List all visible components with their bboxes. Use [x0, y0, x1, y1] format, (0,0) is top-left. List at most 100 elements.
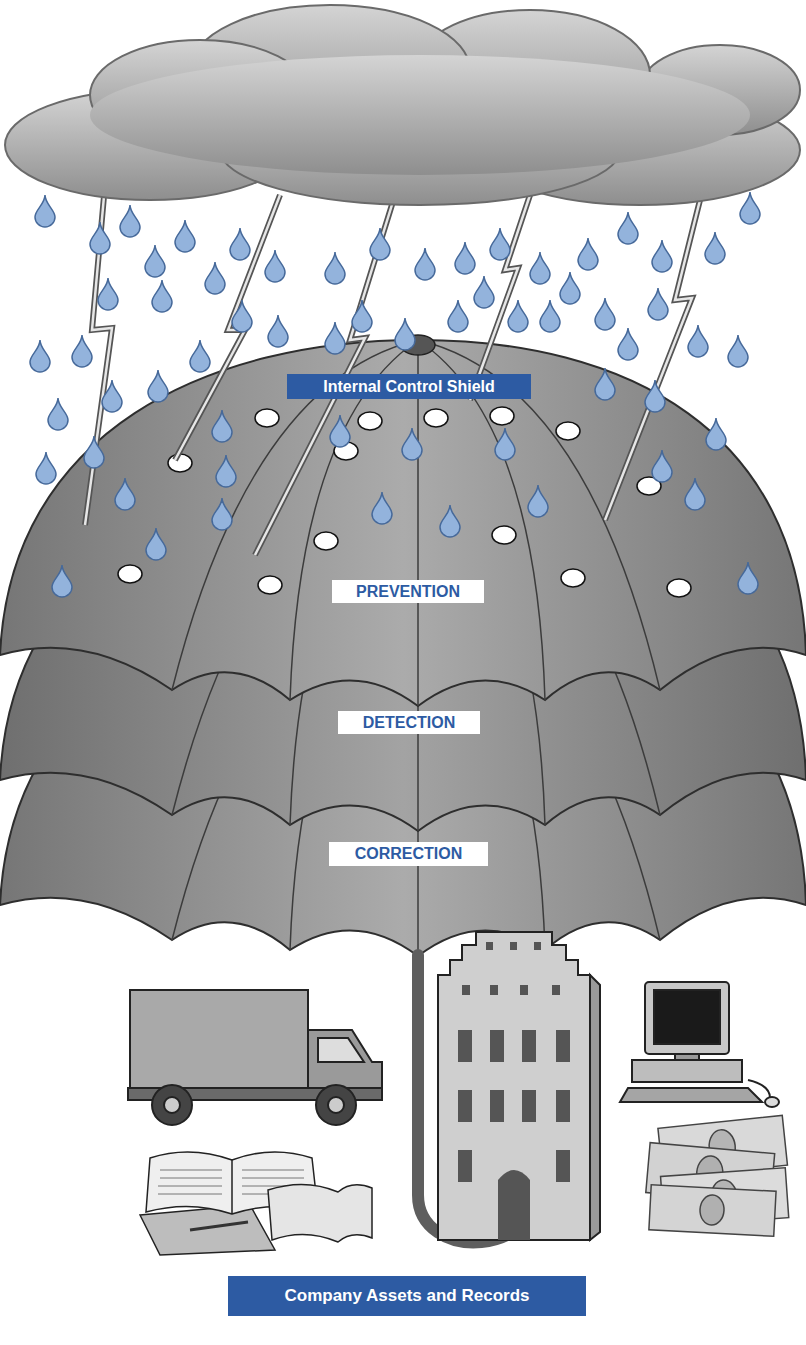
- window: [462, 985, 470, 995]
- raindrop: [648, 288, 668, 320]
- raindrop: [595, 298, 615, 330]
- truck-window: [318, 1038, 364, 1062]
- label-text: CORRECTION: [355, 845, 463, 863]
- door: [498, 1170, 530, 1240]
- raindrop: [395, 318, 415, 350]
- canopy-fill: [0, 340, 806, 706]
- hole: [314, 532, 338, 550]
- layer-label-box: PREVENTION: [332, 580, 484, 603]
- hole: [667, 579, 691, 597]
- raindrop: [212, 498, 232, 530]
- label-text: PREVENTION: [356, 583, 460, 601]
- storm-cloud: [5, 5, 800, 205]
- lightning-bolt: [175, 195, 280, 460]
- raindrop: [455, 242, 475, 274]
- raindrop: [232, 300, 252, 332]
- raindrop: [652, 450, 672, 482]
- hole: [556, 422, 580, 440]
- raindrop: [325, 322, 345, 354]
- monitor-screen: [654, 990, 720, 1044]
- lightning-bolt: [470, 195, 530, 400]
- window: [552, 985, 560, 995]
- window: [522, 1030, 536, 1062]
- canopy-holes: [118, 407, 691, 597]
- window: [534, 942, 541, 950]
- hole: [358, 412, 382, 430]
- label-text: DETECTION: [363, 714, 455, 732]
- raindrop: [706, 418, 726, 450]
- raindrop: [265, 250, 285, 282]
- window: [510, 942, 517, 950]
- lightning: [85, 180, 705, 555]
- window: [458, 1150, 472, 1182]
- window: [556, 1150, 570, 1182]
- window: [556, 1030, 570, 1062]
- building-windows: [458, 942, 570, 1240]
- raindrop: [120, 205, 140, 237]
- raindrop: [490, 228, 510, 260]
- raindrop: [415, 248, 435, 280]
- raindrop: [175, 220, 195, 252]
- window: [556, 1090, 570, 1122]
- hole: [490, 407, 514, 425]
- hole: [492, 526, 516, 544]
- assets-label-box: Company Assets and Records: [228, 1276, 586, 1316]
- cloud-core: [90, 55, 750, 175]
- raindrop: [212, 410, 232, 442]
- hole: [255, 409, 279, 427]
- window: [522, 1090, 536, 1122]
- lightning-bolt: [175, 195, 280, 460]
- window: [520, 985, 528, 995]
- raindrop: [152, 280, 172, 312]
- window: [490, 1030, 504, 1062]
- raindrop: [578, 238, 598, 270]
- banknote: [649, 1185, 776, 1236]
- layer-label-box: DETECTION: [338, 711, 480, 734]
- window: [486, 942, 493, 950]
- raindrop: [740, 192, 760, 224]
- raindrop: [540, 300, 560, 332]
- raindrop: [370, 228, 390, 260]
- building-icon: [438, 932, 600, 1240]
- truck-icon: [128, 990, 382, 1125]
- truck-hub: [164, 1097, 180, 1113]
- raindrop: [402, 428, 422, 460]
- raindrop: [372, 492, 392, 524]
- open-book: [268, 1184, 372, 1242]
- raindrop: [448, 300, 468, 332]
- building-side: [590, 975, 600, 1240]
- hole: [424, 409, 448, 427]
- mouse: [765, 1097, 779, 1107]
- rain: [30, 192, 760, 597]
- raindrop: [90, 222, 110, 254]
- truck-wheel: [152, 1085, 192, 1125]
- raindrop: [560, 272, 580, 304]
- raindrop: [685, 478, 705, 510]
- raindrop: [230, 228, 250, 260]
- raindrop: [98, 278, 118, 310]
- pen: [190, 1222, 248, 1230]
- raindrop: [72, 335, 92, 367]
- raindrop: [738, 562, 758, 594]
- building-body: [438, 932, 590, 1240]
- label-text: Internal Control Shield: [323, 378, 495, 396]
- raindrop: [652, 240, 672, 272]
- window: [458, 1030, 472, 1062]
- hole: [561, 569, 585, 587]
- raindrop: [440, 505, 460, 537]
- raindrop: [352, 300, 372, 332]
- hole: [118, 565, 142, 583]
- truck-wheel: [316, 1085, 356, 1125]
- raindrop: [148, 370, 168, 402]
- raindrop: [530, 252, 550, 284]
- layer-label-box: CORRECTION: [329, 842, 488, 866]
- canopy-seams: [172, 340, 660, 706]
- window: [490, 1090, 504, 1122]
- lightning-bolt: [470, 195, 530, 400]
- window: [458, 1090, 472, 1122]
- bill: [649, 1185, 776, 1236]
- raindrop: [645, 380, 665, 412]
- raindrop: [30, 340, 50, 372]
- mouse-cable: [748, 1080, 770, 1098]
